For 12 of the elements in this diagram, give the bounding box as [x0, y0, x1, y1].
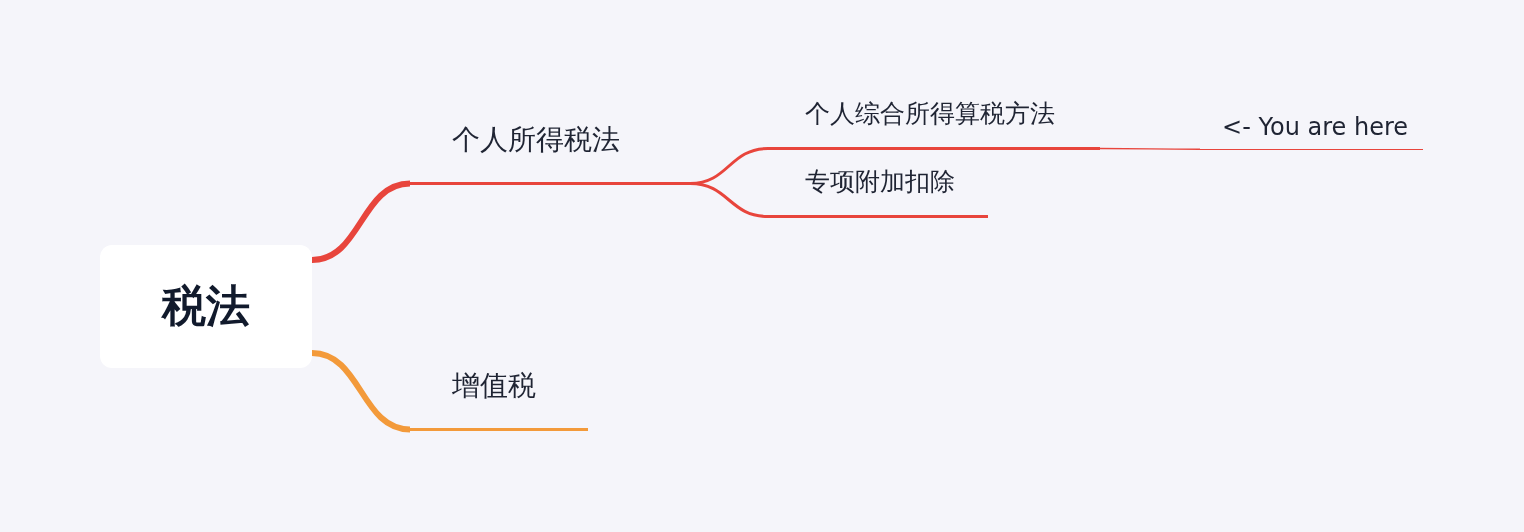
connector-line [689, 182, 769, 218]
topic-underline [768, 168, 988, 218]
topic-underline [768, 100, 1100, 150]
connector-line [311, 180, 411, 263]
topic-label: 个人综合所得算税方法 [805, 98, 1055, 130]
topic-label: 专项附加扣除 [805, 166, 955, 198]
connector-line [311, 350, 411, 433]
topic-label: 增值税 [452, 368, 536, 404]
topic-label: 个人所得税法 [452, 122, 620, 158]
root-topic-card: 税法 [100, 245, 312, 368]
topic-label: <- You are here [1222, 112, 1408, 141]
connector-line [1099, 147, 1201, 150]
